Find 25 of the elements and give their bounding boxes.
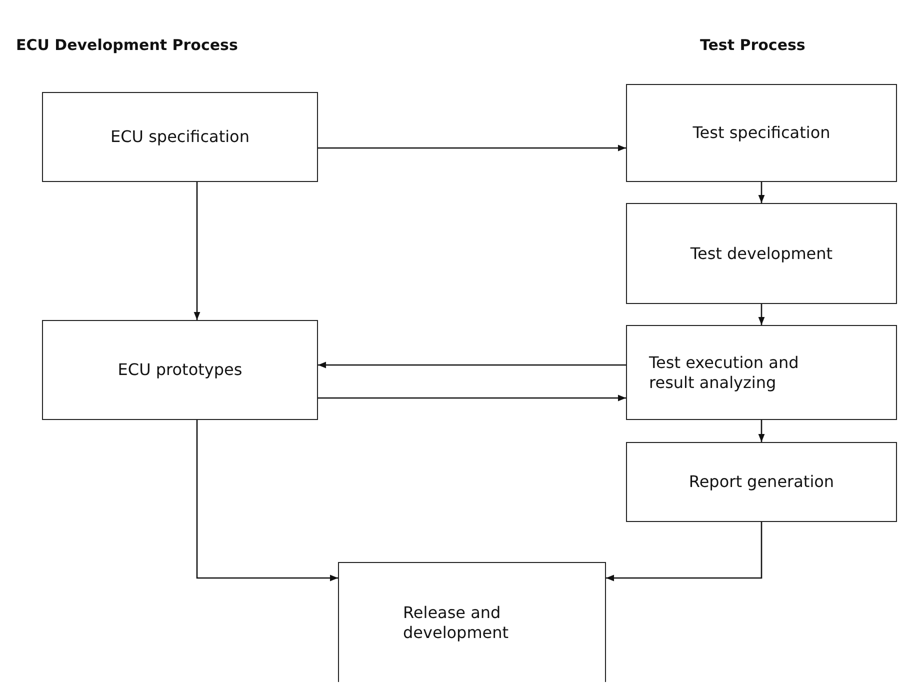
arrow (758, 182, 765, 203)
column-heading: Test Process (700, 36, 806, 54)
arrow (318, 362, 626, 368)
box-text: ECU prototypes (118, 360, 242, 380)
box-text: Test development (690, 244, 833, 264)
process-box (626, 442, 897, 522)
arrow (318, 394, 626, 402)
arrow (758, 420, 765, 442)
box-text: Test specification (692, 123, 830, 143)
process-box (626, 203, 897, 304)
arrow (606, 522, 762, 582)
box-text: ECU specification (110, 127, 250, 147)
process-box (626, 84, 897, 182)
arrow (318, 144, 626, 152)
process-box (42, 320, 318, 420)
process-box (626, 325, 897, 420)
column-heading: ECU Development Process (16, 36, 238, 54)
box-text: Test execution and result analyzing (649, 353, 800, 392)
process-box (338, 562, 606, 682)
box-text: Report generation (688, 472, 834, 492)
arrow (758, 304, 765, 325)
arrow (194, 182, 200, 320)
arrow (196, 420, 338, 582)
box-text: Release and development (403, 603, 510, 642)
process-box (42, 92, 318, 182)
